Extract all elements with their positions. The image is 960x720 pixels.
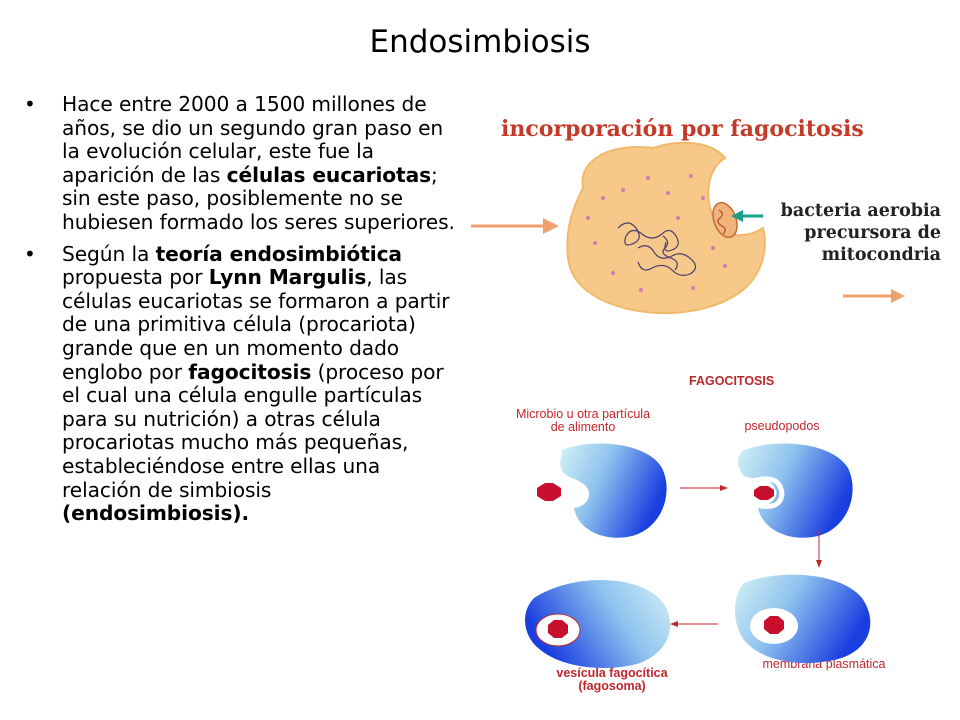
bullet1-bold-1: células eucariotas (226, 162, 432, 187)
bullet-item-2: Según la teoría endosimbiótica propuesta… (24, 241, 460, 526)
bullet1-text-1: Hace entre 2000 a 1500 millones de años,… (62, 92, 444, 187)
bacteria-label-line1: bacteria aerobia (780, 201, 941, 221)
bullet-list: Hace entre 2000 a 1500 millones de años,… (24, 92, 460, 534)
step-arrow-down-icon (816, 530, 822, 568)
bullet-item-1: Hace entre 2000 a 1500 millones de años,… (24, 92, 460, 235)
bullet2-text-1: Según la (62, 241, 156, 266)
microbe-label: Microbio u otra partícula de alimento (488, 408, 678, 434)
cell-illustration (471, 141, 905, 315)
cytoplasm-dots-icon (586, 174, 727, 292)
bullet2-bold-1: teoría endosimbiótica (155, 241, 402, 266)
phagocytosis-steps-figure: FAGOCITOSIS Microbio u otra partícula de… (482, 368, 902, 698)
bullet2-bold-4: (endosimbiosis). (62, 501, 250, 526)
fagocitosis-title: FAGOCITOSIS (689, 374, 775, 388)
pointer-arrow-icon (731, 210, 763, 222)
microbe-label-line1: Microbio u otra partícula (515, 407, 651, 421)
vesicula-label-line1: vesícula fagocítica (556, 666, 668, 680)
slide-title: Endosimbiosis (369, 24, 591, 60)
phagocytosis-incorporation-figure: incorporación por fagocitosis (463, 98, 941, 330)
food-particle-icon (764, 616, 784, 634)
host-cell-shape (566, 141, 766, 315)
vesicula-label-line2: (fagosoma) (578, 679, 646, 693)
bullet1-text-2: ; sin este paso, posiblemente no se hubi… (62, 162, 455, 234)
step3-cell-icon (735, 574, 871, 664)
food-particle-icon (548, 620, 568, 638)
nucleus-squiggle-icon (617, 222, 697, 276)
outgoing-arrow-icon (843, 289, 905, 303)
microbe-label-line2: de alimento (550, 420, 616, 434)
vesicula-label: vesícula fagocítica (fagosoma) (522, 667, 702, 693)
bacteria-label-line2: precursora de (804, 223, 941, 243)
food-particle-icon (754, 486, 774, 500)
bacteria-label: bacteria aerobia precursora de mitocondr… (761, 200, 941, 266)
pseudopodos-label: pseudopodos (744, 419, 820, 433)
food-particle-icon (537, 483, 561, 501)
step1-cell-icon (537, 443, 667, 538)
figure-top-caption: incorporación por fagocitosis (501, 116, 864, 142)
bullet2-bold-3: fagocitosis (188, 359, 312, 384)
bullet2-bold-2: Lynn Margulis (208, 265, 367, 290)
bullet2-text-4: (proceso por el cual una célula engulle … (62, 359, 444, 502)
bullet2-text-3: , las células eucariotas se formaron a p… (62, 265, 450, 384)
phagocytosis-steps-illustration (525, 443, 871, 668)
incoming-arrow-icon (471, 218, 559, 234)
step2-cell-icon (738, 443, 853, 538)
bacteria-label-line3: mitocondria (821, 245, 941, 265)
step4-cell-icon (525, 579, 671, 668)
step-arrow-left-icon (670, 621, 718, 627)
bullet2-text-2: propuesta por (62, 265, 209, 290)
step-arrow-right-icon (680, 485, 728, 491)
